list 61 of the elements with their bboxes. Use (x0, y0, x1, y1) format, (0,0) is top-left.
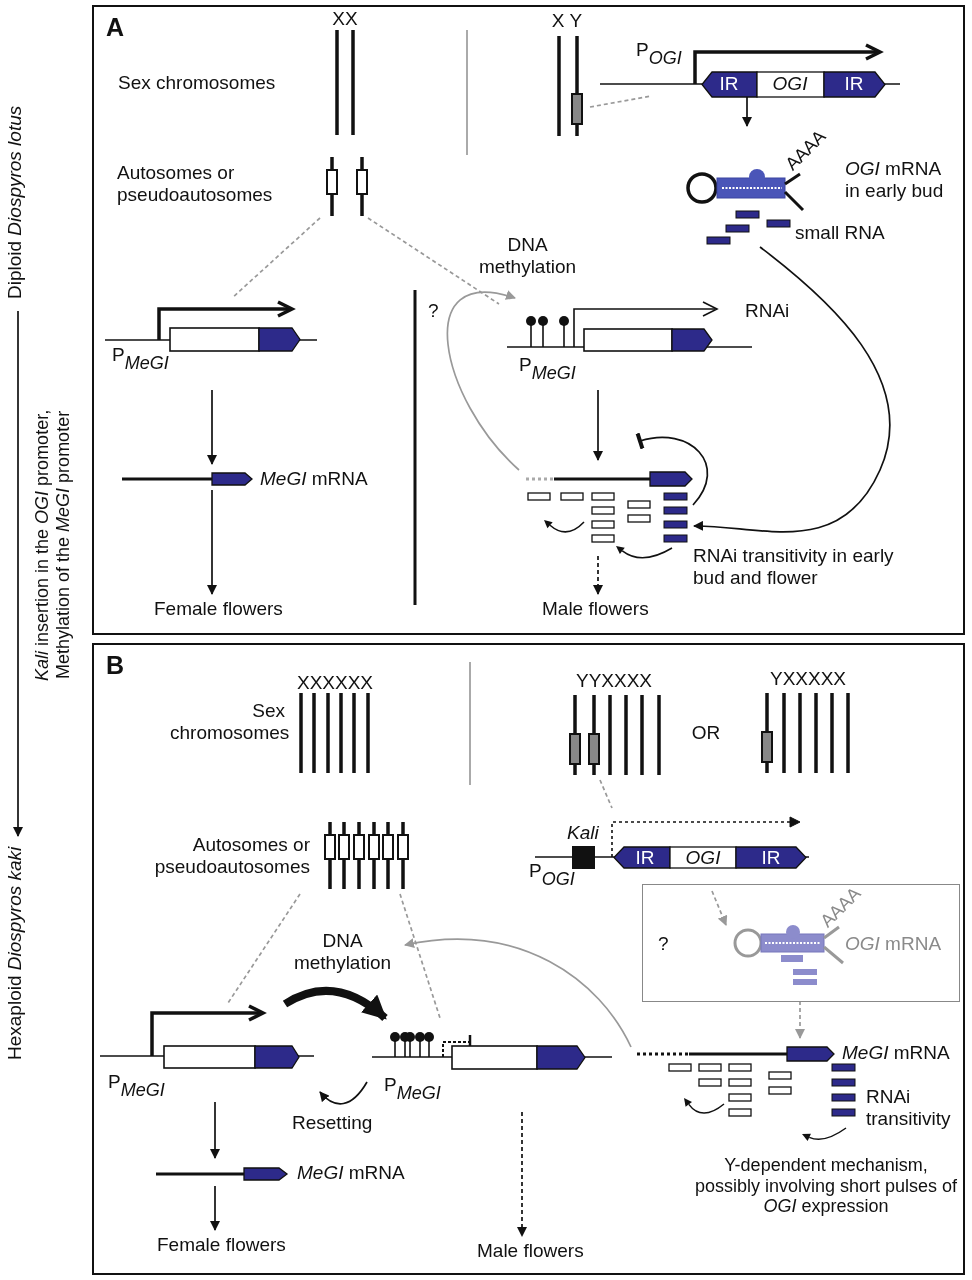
arrow (13, 310, 23, 837)
annotation: Y-dependent mechanism, possibly involving short pulses of OGI expression (693, 1155, 959, 1218)
row-label: Sex chromosomes (118, 72, 276, 94)
arrow (593, 389, 603, 461)
arrow (207, 389, 217, 465)
outcome-label: Female flowers (154, 598, 283, 620)
question-mark: ? (658, 933, 669, 955)
ir-label: IR (844, 73, 864, 95)
row-label: Autosomes or pseudoautosomes (117, 162, 274, 206)
connector-line (589, 95, 652, 108)
chromosome-label: X Y (551, 10, 583, 32)
row-label: Autosomes or pseudoautosomes (153, 834, 310, 878)
rna-label: small RNA (795, 222, 885, 244)
outcome-label: Male flowers (542, 598, 649, 620)
connector-line (231, 217, 321, 299)
arrow (210, 1101, 220, 1159)
connector-line (227, 893, 301, 1004)
connector-line (599, 779, 613, 809)
connector-line (399, 893, 441, 1019)
connector-line (367, 217, 500, 305)
question-mark: ? (428, 300, 439, 322)
gene-label: OGI (685, 847, 721, 869)
outcome-label: Male flowers (477, 1240, 584, 1262)
annotation: RNAi transitivity in early bud and flower (693, 545, 895, 589)
panel (92, 5, 965, 635)
outcome-label: Female flowers (157, 1234, 286, 1256)
arrow (795, 1000, 805, 1039)
arrow (404, 938, 632, 1048)
transcript-label: OGI mRNA in early bud (845, 158, 945, 202)
ir-label: IR (719, 73, 739, 95)
transcript-label: MeGI mRNA (260, 468, 368, 490)
gene-label: OGI (772, 73, 808, 95)
transcript-label: MeGI mRNA (297, 1162, 405, 1184)
species-label: Diploid Diospyros lotus (4, 95, 26, 310)
chromosome-label: XXXXXX (297, 672, 373, 694)
chromosome-label: YYXXXX (576, 670, 652, 692)
ir-label: IR (635, 847, 655, 869)
species-label: Hexaploid Diospyros kaki (4, 838, 26, 1068)
element-label: Kali (567, 822, 599, 844)
arrow (319, 1081, 368, 1105)
arrow (207, 489, 217, 595)
arrow (283, 986, 388, 1022)
chromosome-label: XX (332, 8, 358, 30)
ir-label: IR (761, 847, 781, 869)
transcript-label: MeGI mRNA (842, 1042, 950, 1064)
inhibition-line (636, 431, 709, 506)
arrow (693, 246, 891, 533)
panel-letter: A (106, 13, 125, 42)
arrow (593, 555, 603, 595)
annotation: RNAi transitivity (866, 1086, 952, 1130)
arrow (517, 1111, 527, 1237)
panel-letter: B (106, 651, 125, 680)
inset-panel (642, 884, 960, 1002)
arrow (447, 291, 520, 471)
arrow (210, 1185, 220, 1231)
connector-word: OR (691, 722, 721, 744)
transcript-label: OGI mRNA (845, 933, 942, 955)
arrow (742, 96, 752, 127)
chromosome-label: YXXXXX (770, 668, 846, 690)
panel (92, 643, 965, 1275)
arrow (711, 890, 728, 926)
